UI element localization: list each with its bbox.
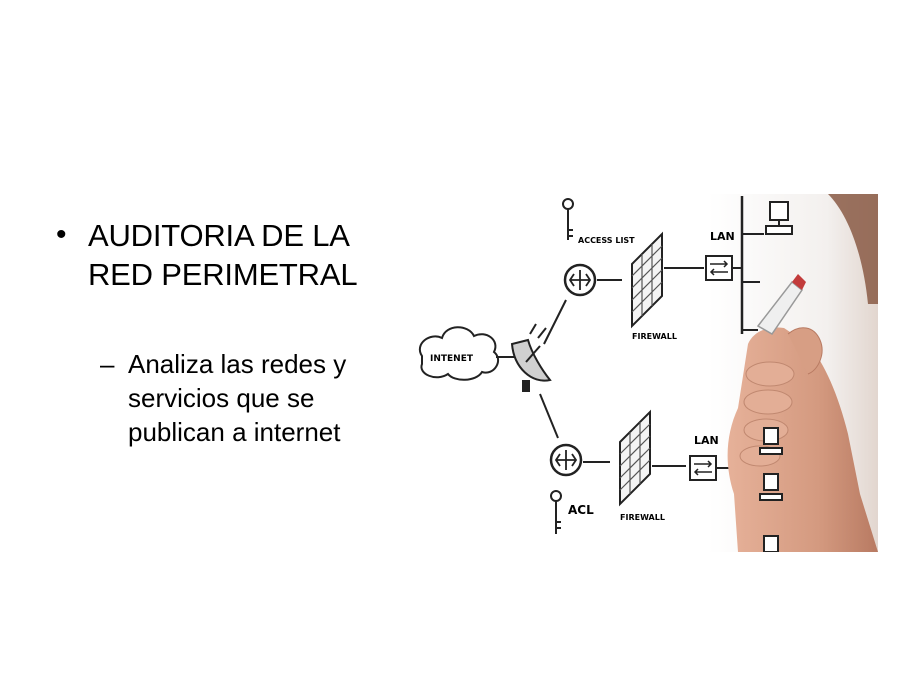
sub-bullet-marker: – (100, 349, 115, 379)
bullet-marker: • (56, 218, 67, 251)
computer-icon-bottom-2 (759, 473, 783, 501)
sub-line-1: Analiza las redes y (128, 349, 347, 379)
internet-cloud-icon: INTENET (419, 326, 500, 381)
internet-label: INTENET (430, 354, 474, 364)
acl-label: ACL (568, 503, 594, 517)
sub-line-2: servicios que se (128, 383, 315, 413)
computer-icon-bottom-3 (763, 535, 779, 552)
lan-label-top: LAN (710, 230, 735, 243)
title-line-1: AUDITORIA DE LA (88, 218, 350, 253)
firewall-icon-bottom (619, 409, 651, 507)
router-icon-top (563, 263, 597, 297)
computer-icon-bottom-1 (759, 427, 783, 455)
access-list-label: ACCESS LIST (578, 236, 635, 245)
sub-line-3: publican a internet (128, 417, 341, 447)
sub-bullet-text: Analiza las redes y servicios que se pub… (128, 347, 346, 449)
computer-icon-top (765, 201, 793, 235)
access-list-key-icon (562, 198, 574, 240)
switch-icon-bottom (689, 455, 717, 481)
firewall-label-bottom: FIREWALL (620, 513, 665, 522)
satellite-dish-icon (510, 323, 552, 392)
firewall-icon-top (631, 231, 663, 329)
slide-title: AUDITORIA DE LA RED PERIMETRAL (88, 216, 358, 294)
router-icon-bottom (549, 443, 583, 477)
switch-icon-top (705, 255, 733, 281)
title-line-2: RED PERIMETRAL (88, 257, 358, 292)
firewall-label-top: FIREWALL (632, 332, 677, 341)
lan-label-bottom: LAN (694, 434, 719, 447)
network-diagram-illustration: INTENET ACCESS LIST F (419, 194, 878, 552)
acl-key-icon (550, 490, 562, 534)
